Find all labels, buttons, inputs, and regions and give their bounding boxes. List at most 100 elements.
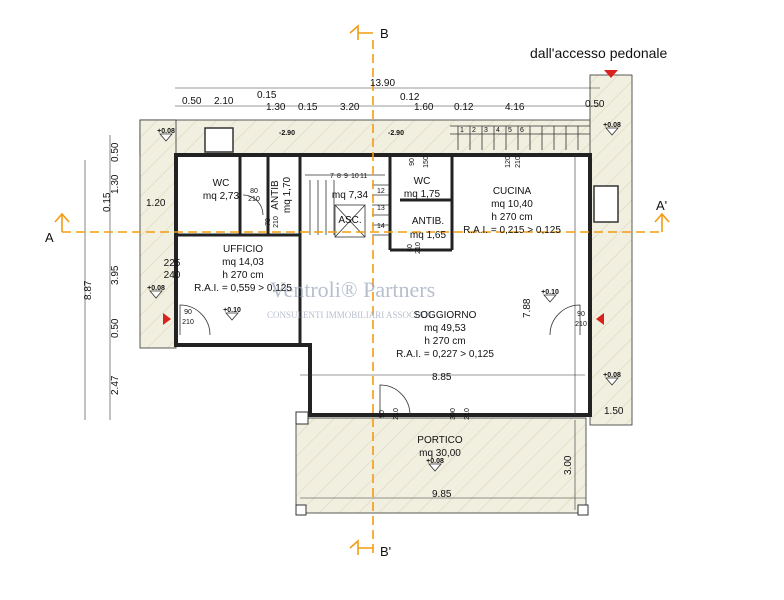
portico-columns [295, 411, 589, 516]
dim-left-4: 0.50 [110, 318, 121, 338]
room-ufficio-win-a: 225 [164, 258, 181, 269]
door-cu-w: 120 [505, 156, 512, 168]
stair-num-8: 8 [337, 173, 341, 180]
dim-top-5: 3.20 [340, 102, 360, 113]
dim-top-2: 0.15 [257, 90, 277, 101]
dimension-lines [84, 87, 600, 510]
access-arrow-icon [604, 70, 618, 78]
room-wc1-name: WC [213, 178, 230, 189]
dim-top-4: 0.15 [298, 102, 318, 113]
dim-portico-w: 9.85 [432, 489, 452, 500]
door-sg-h: 210 [575, 321, 587, 328]
entrance-arrow-right-icon [596, 313, 604, 325]
interior-walls [176, 155, 454, 347]
stair-num-10: 10 [351, 173, 359, 180]
level-tr: +0.08 [603, 122, 621, 129]
entrance-markers [163, 70, 618, 325]
room-ufficio-name: UFFICIO [223, 244, 263, 255]
level-soggiorno: +0.10 [541, 289, 559, 296]
room-soggiorno-rai: R.A.I. = 0,227 > 0,125 [396, 349, 494, 360]
stair-num-11: 11 [360, 173, 367, 180]
level-portico: +0.08 [426, 458, 444, 465]
room-ufficio-area: mq 14,03 [222, 257, 264, 268]
ext-stair-num-5: 5 [508, 127, 512, 134]
room-cucina-area: mq 10,40 [491, 199, 533, 210]
door-po1-w: 90 [379, 410, 386, 418]
dim-left-5: 2.47 [110, 375, 121, 395]
stair-num-13: 13 [377, 205, 385, 212]
stair-num-7: 7 [330, 173, 334, 180]
section-label-b: B [380, 26, 389, 41]
stair-num-14: 14 [377, 223, 385, 230]
door-swings [179, 194, 581, 416]
room-antib2-area: mq 1,65 [410, 230, 447, 241]
door-wc1-w: 80 [250, 188, 258, 195]
dim-top-0: 0.50 [182, 96, 202, 107]
door-an1-w: 70 [265, 218, 272, 226]
dim-soggiorno-h: 7.88 [522, 298, 533, 318]
door-an1-h: 210 [273, 216, 280, 228]
room-cucina-height: h 270 cm [491, 212, 532, 223]
room-stair-area: mq 7,34 [332, 190, 369, 201]
room-portico-name: PORTICO [417, 435, 463, 446]
door-wc2-h: 150 [423, 156, 430, 168]
section-arrows [54, 24, 670, 555]
stair-numbers: 7 8 9 10 11 12 13 14 1 2 3 4 5 6 [330, 127, 524, 230]
dim-top-1: 2.10 [214, 96, 234, 107]
stair-num-12: 12 [377, 188, 385, 195]
watermark-logo: Ventroli® Partners [270, 277, 435, 302]
room-soggiorno-name: SOGGIORNO [414, 310, 477, 321]
door-po2-h: 210 [464, 408, 471, 420]
dim-top-7: 1.60 [414, 102, 434, 113]
door-po2-w: 300 [450, 408, 457, 420]
ext-stair-num-4: 4 [496, 127, 500, 134]
level-l: +0.08 [147, 285, 165, 292]
level-stair-1: -2.90 [279, 130, 295, 137]
room-portico-area: mq 30,00 [419, 448, 461, 459]
dim-top-8: 0.12 [454, 102, 474, 113]
entrance-arrow-left-icon [163, 313, 171, 325]
dim-top-10: 0.50 [585, 99, 605, 110]
door-uf-h: 210 [182, 319, 194, 326]
room-wc1-area: mq 2,73 [203, 191, 240, 202]
level-tl: +0.08 [157, 128, 175, 135]
ext-stair-num-3: 3 [484, 127, 488, 134]
dim-top-9: 4.16 [505, 102, 525, 113]
dim-left-1: 1.30 [110, 174, 121, 194]
door-wc1-h: 210 [248, 196, 260, 203]
dim-top-6: 0.12 [400, 92, 420, 103]
stair [305, 125, 590, 238]
dim-soggiorno-w: 8.85 [432, 372, 452, 383]
stair-num-9: 9 [344, 173, 348, 180]
room-soggiorno-area: mq 49,53 [424, 323, 466, 334]
dim-left-3: 3.95 [110, 265, 121, 285]
room-antib1-name: ANTIB [270, 180, 281, 210]
ext-stair-num-2: 2 [472, 127, 476, 134]
section-label-b-prime: B' [380, 544, 391, 559]
room-antib1-area: mq 1,70 [282, 176, 293, 213]
door-an2-w: 80 [407, 244, 414, 252]
door-an2-h: 210 [415, 242, 422, 254]
room-wc2-name: WC [414, 176, 431, 187]
section-label-a: A [45, 230, 54, 245]
room-cucina-name: CUCINA [493, 186, 532, 197]
level-markers [149, 127, 619, 472]
ext-stair-num-1: 1 [460, 127, 464, 134]
room-soggiorno-height: h 270 cm [424, 336, 465, 347]
dim-left-small: 1.20 [146, 198, 166, 209]
watermark-tagline: CONSULENTI IMMOBILIARI ASSOCIATI [267, 310, 432, 320]
room-ufficio-height: h 270 cm [222, 270, 263, 281]
dim-left-total: 8.87 [83, 280, 94, 300]
dim-left-2: 0.15 [102, 192, 113, 212]
door-wc2-w: 90 [409, 158, 416, 166]
dim-total-top: 13.90 [370, 78, 395, 89]
access-label: dall'accesso pedonale [530, 45, 668, 61]
level-r: +0.08 [603, 372, 621, 379]
room-antib2-name: ANTIB. [412, 216, 444, 227]
room-wc2-area: mq 1,75 [404, 189, 441, 200]
room-cucina-rai: R.A.I. = 0,215 > 0,125 [463, 225, 561, 236]
walls [174, 153, 592, 417]
section-label-a-prime: A' [656, 198, 667, 213]
dim-top-3: 1.30 [266, 102, 286, 113]
